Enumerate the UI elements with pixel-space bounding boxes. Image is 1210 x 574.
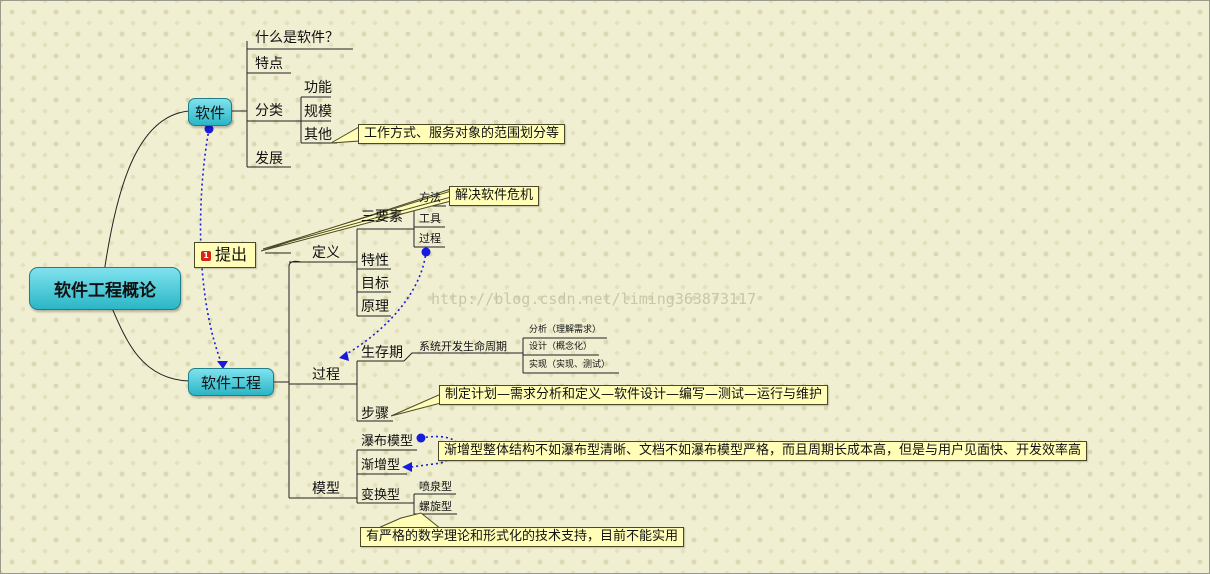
three-elements-label[interactable]: 三要素: [361, 209, 403, 225]
root-node[interactable]: 软件工程概论: [29, 267, 181, 310]
category-item-function[interactable]: 功能: [304, 80, 332, 96]
lifecycle-label[interactable]: 生存期: [361, 345, 403, 361]
element-process[interactable]: 过程: [419, 232, 441, 245]
software-engineering-node[interactable]: 软件工程: [188, 368, 274, 396]
process-label[interactable]: 过程: [312, 367, 340, 383]
what-is-software-label[interactable]: 什么是软件？: [255, 30, 339, 46]
category-item-other[interactable]: 其他: [304, 127, 332, 143]
root-node-label: 软件工程概论: [54, 281, 156, 301]
waterfall-model-label[interactable]: 瀑布模型: [361, 434, 414, 449]
definition-label[interactable]: 定义: [312, 245, 340, 261]
definition-item-principle[interactable]: 原理: [361, 299, 389, 315]
element-tool[interactable]: 工具: [419, 212, 441, 225]
proposal-node[interactable]: 1 提出: [194, 242, 257, 268]
definition-item-characteristics[interactable]: 特性: [361, 253, 389, 269]
watermark-text: http://blog.csdn.net/liming363873117: [431, 290, 757, 308]
category-label[interactable]: 分类: [255, 103, 283, 119]
element-method[interactable]: 方法: [419, 191, 441, 204]
steps-label[interactable]: 步骤: [361, 406, 389, 422]
other-note-callout[interactable]: 工作方式、服务对象的范围划分等: [358, 124, 566, 144]
software-node[interactable]: 软件: [188, 98, 232, 126]
definition-item-goal[interactable]: 目标: [361, 276, 389, 292]
fountain-model-label[interactable]: 喷泉型: [419, 480, 452, 493]
sdlc-item-implementation[interactable]: 实现（实现、测试）: [529, 360, 611, 370]
proposal-node-label: 提出: [215, 245, 248, 264]
priority-flag-icon: 1: [201, 250, 211, 261]
software-engineering-node-label: 软件工程: [200, 373, 261, 392]
steps-note-callout[interactable]: 制定计划—需求分析和定义—软件设计—编写—测试—运行与维护: [439, 385, 829, 405]
incremental-model-label[interactable]: 渐增型: [361, 458, 401, 473]
category-item-scale[interactable]: 规模: [304, 104, 332, 120]
sdlc-item-design[interactable]: 设计（概念化）: [529, 342, 593, 352]
transform-model-label[interactable]: 变换型: [361, 488, 401, 503]
spiral-model-label[interactable]: 螺旋型: [419, 500, 452, 513]
sdlc-label[interactable]: 系统开发生命周期: [419, 340, 507, 353]
incremental-note-callout[interactable]: 渐增型整体结构不如瀑布型清晰、文档不如瀑布模型严格，而且周期长成本高，但是与用户…: [438, 441, 1088, 461]
model-label[interactable]: 模型: [312, 481, 340, 497]
sdlc-item-analysis[interactable]: 分析（理解需求）: [529, 325, 602, 335]
method-note-callout[interactable]: 解决软件危机: [449, 186, 540, 206]
software-node-label: 软件: [194, 103, 225, 122]
features-label[interactable]: 特点: [255, 56, 283, 72]
development-label[interactable]: 发展: [255, 151, 283, 167]
transform-note-callout[interactable]: 有严格的数学理论和形式化的技术支持，目前不能实用: [360, 527, 685, 547]
